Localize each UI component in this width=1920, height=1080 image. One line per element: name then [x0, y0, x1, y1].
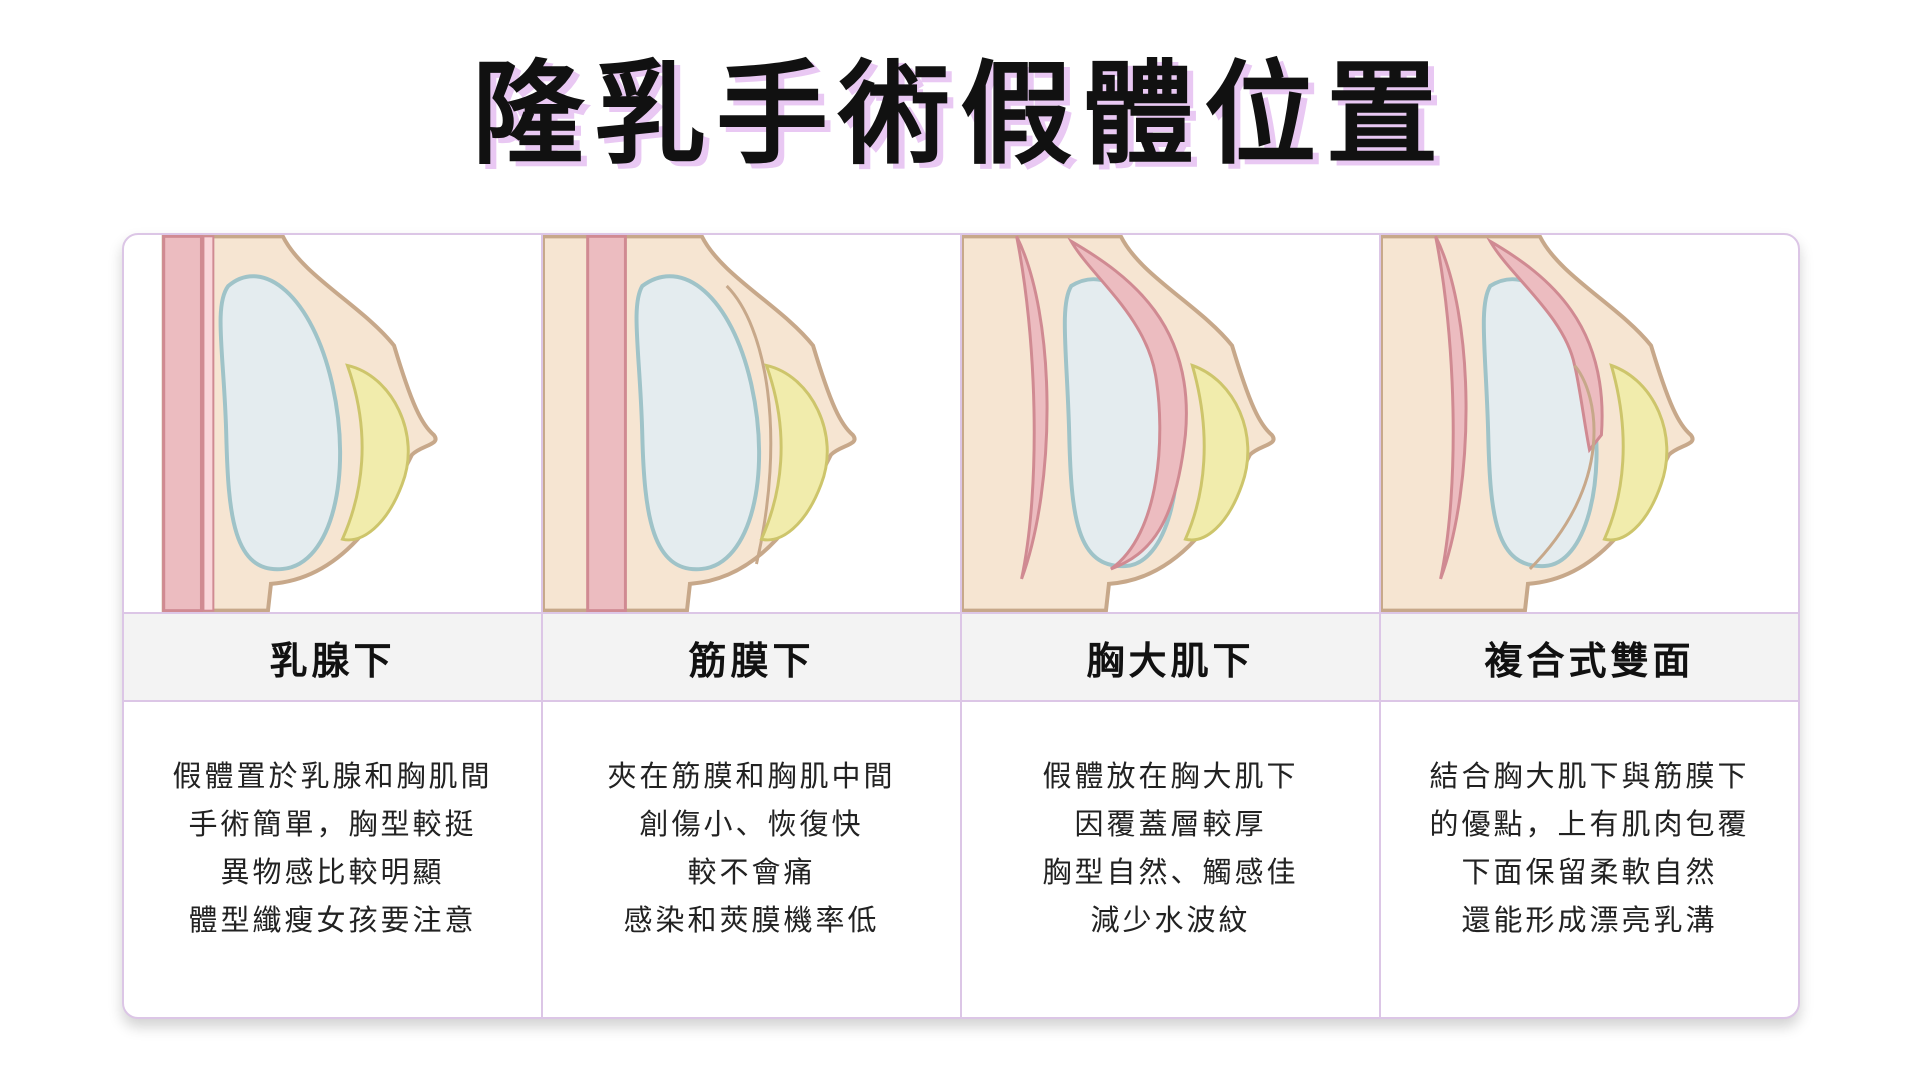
desc-line: 的優點，上有肌肉包覆: [1429, 807, 1750, 841]
subfascial-illustration: [543, 235, 960, 612]
column-subfascial: 筋膜下 夾在筋膜和胸肌中間 創傷小、恢復快 較不會痛 感染和莢膜機率低: [543, 235, 962, 1017]
dual-plane-illustration: [1381, 235, 1798, 612]
column-header: 乳腺下: [124, 612, 541, 702]
desc-line: 胸型自然、觸感佳: [1042, 855, 1299, 889]
column-description: 夾在筋膜和胸肌中間 創傷小、恢復快 較不會痛 感染和莢膜機率低: [543, 702, 960, 1017]
column-description: 假體放在胸大肌下 因覆蓋層較厚 胸型自然、觸感佳 減少水波紋: [962, 702, 1379, 1017]
desc-line: 創傷小、恢復快: [639, 807, 864, 841]
desc-line: 假體放在胸大肌下: [1042, 759, 1299, 793]
desc-line: 體型纖瘦女孩要注意: [188, 903, 477, 937]
column-subglandular: 乳腺下 假體置於乳腺和胸肌間 手術簡單，胸型較挺 異物感比較明顯 體型纖瘦女孩要…: [124, 235, 543, 1017]
desc-line: 較不會痛: [687, 855, 816, 889]
column-dual-plane: 複合式雙面 結合胸大肌下與筋膜下 的優點，上有肌肉包覆 下面保留柔軟自然 還能形…: [1381, 235, 1798, 1017]
column-header: 複合式雙面: [1381, 612, 1798, 702]
desc-line: 假體置於乳腺和胸肌間: [172, 759, 493, 793]
column-submuscular: 胸大肌下 假體放在胸大肌下 因覆蓋層較厚 胸型自然、觸感佳 減少水波紋: [962, 235, 1381, 1017]
desc-line: 減少水波紋: [1090, 903, 1251, 937]
column-header: 筋膜下: [543, 612, 960, 702]
desc-line: 感染和莢膜機率低: [623, 903, 880, 937]
column-description: 假體置於乳腺和胸肌間 手術簡單，胸型較挺 異物感比較明顯 體型纖瘦女孩要注意: [124, 702, 541, 1017]
submuscular-illustration: [962, 235, 1379, 612]
desc-line: 手術簡單，胸型較挺: [188, 807, 477, 841]
desc-line: 異物感比較明顯: [220, 855, 445, 889]
placement-comparison-table: 乳腺下 假體置於乳腺和胸肌間 手術簡單，胸型較挺 異物感比較明顯 體型纖瘦女孩要…: [122, 233, 1800, 1019]
desc-line: 下面保留柔軟自然: [1461, 855, 1718, 889]
column-header: 胸大肌下: [962, 612, 1379, 702]
desc-line: 還能形成漂亮乳溝: [1461, 903, 1718, 937]
column-description: 結合胸大肌下與筋膜下 的優點，上有肌肉包覆 下面保留柔軟自然 還能形成漂亮乳溝: [1381, 702, 1798, 1017]
desc-line: 結合胸大肌下與筋膜下: [1429, 759, 1750, 793]
subglandular-illustration: [124, 235, 541, 612]
desc-line: 夾在筋膜和胸肌中間: [607, 759, 896, 793]
desc-line: 因覆蓋層較厚: [1074, 807, 1267, 841]
page-title: 隆乳手術假體位置: [472, 50, 1448, 180]
